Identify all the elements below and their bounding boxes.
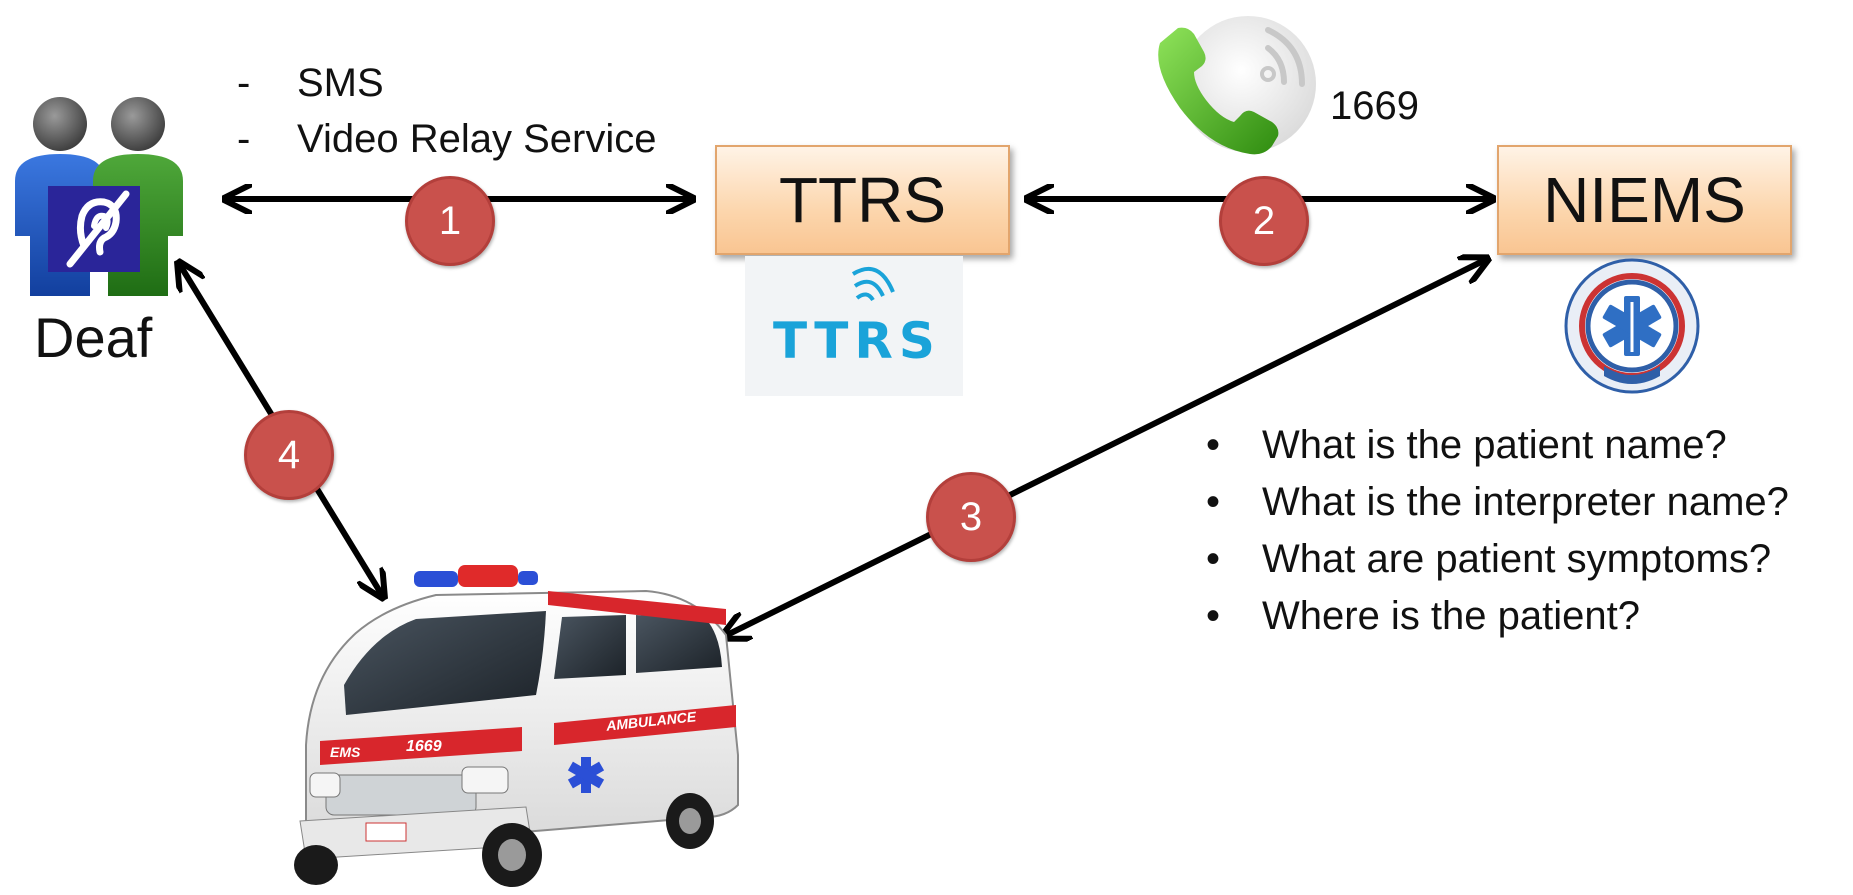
step-3-badge: 3 <box>926 472 1016 562</box>
step-1-badge: 1 <box>405 176 495 266</box>
ttrs-logo: TTRS <box>745 256 963 396</box>
question-item: Where is the patient? <box>1192 588 1789 645</box>
niems-label: NIEMS <box>1543 164 1746 236</box>
niems-logo <box>1564 258 1700 394</box>
ttrs-label: TTRS <box>778 164 947 236</box>
question-item: What is the interpreter name? <box>1192 474 1789 531</box>
channel-list: SMS Video Relay Service <box>237 55 656 167</box>
ambulance-number-text: 1669 <box>406 738 442 755</box>
ttrs-node: TTRS <box>715 145 1010 255</box>
step-4-badge: 4 <box>244 410 334 500</box>
question-item: What are patient symptoms? <box>1192 531 1789 588</box>
ambulance-image: EMS 1669 AMBULANCE <box>286 555 746 890</box>
deaf-label: Deaf <box>34 306 153 369</box>
question-item: What is the patient name? <box>1192 417 1789 474</box>
phone-number: 1669 <box>1330 84 1419 128</box>
channel-item: Video Relay Service <box>237 111 656 167</box>
hearing-impaired-icon <box>48 186 140 272</box>
arrow-niems-ambulance <box>725 260 1485 636</box>
phone-icon <box>1150 8 1320 163</box>
ttrs-logo-text: TTRS <box>773 312 941 370</box>
question-list: What is the patient name? What is the in… <box>1192 417 1789 645</box>
channel-item: SMS <box>237 55 656 111</box>
step-2-badge: 2 <box>1219 176 1309 266</box>
niems-node: NIEMS <box>1497 145 1792 255</box>
ambulance-ems-text: EMS <box>330 744 361 760</box>
